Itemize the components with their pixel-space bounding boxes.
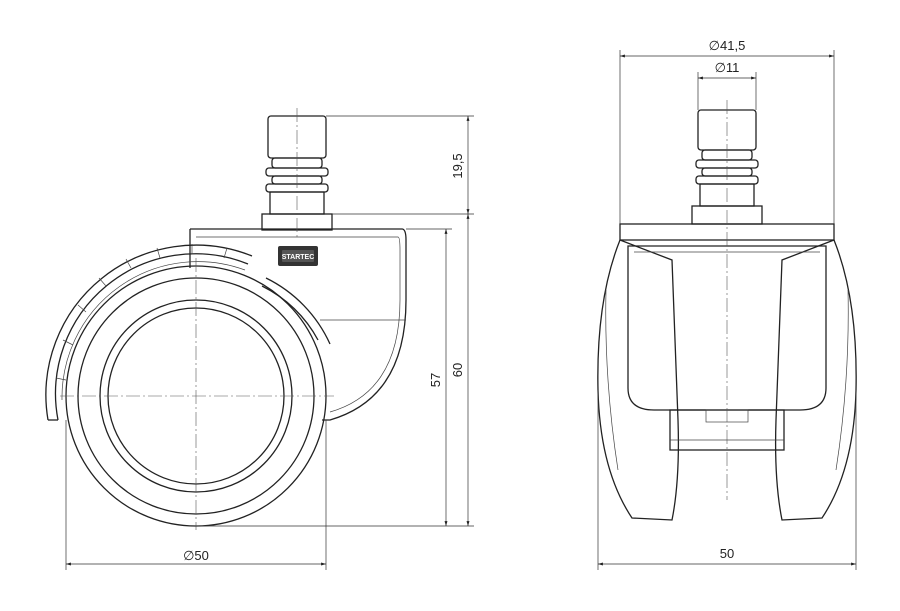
svg-text:∅11: ∅11 — [715, 60, 740, 75]
svg-text:60: 60 — [450, 363, 465, 377]
side-view: STARTEC — [45, 108, 474, 570]
dim-diameter-50: ∅50 — [66, 548, 326, 566]
dim-57: 57 — [428, 229, 448, 526]
svg-text:19,5: 19,5 — [450, 153, 465, 178]
svg-text:∅41,5: ∅41,5 — [709, 38, 746, 53]
dim-19-5: 19,5 — [450, 116, 470, 214]
svg-text:STARTEC: STARTEC — [282, 254, 315, 261]
svg-text:57: 57 — [428, 373, 443, 387]
dim-60: 60 — [450, 214, 470, 526]
side-wheel — [45, 244, 331, 527]
dim-diameter-11: ∅11 — [698, 60, 756, 80]
front-wheels — [597, 239, 857, 521]
dim-diameter-41-5: ∅41,5 — [620, 38, 834, 58]
svg-text:∅50: ∅50 — [183, 548, 209, 563]
dim-width-50: 50 — [598, 546, 856, 566]
guard-ticks — [55, 244, 228, 381]
svg-text:50: 50 — [720, 546, 734, 561]
front-view: ∅41,5 ∅11 50 — [597, 38, 857, 570]
startec-logo: STARTEC — [278, 246, 318, 266]
